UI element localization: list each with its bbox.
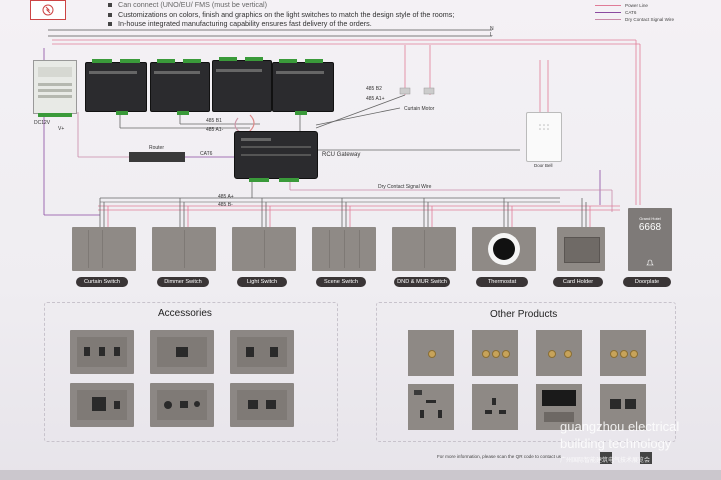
label-dry-contact: Dry Contact Signal Wire	[378, 184, 432, 190]
label-bus-a3: 485 A+	[218, 194, 234, 200]
legend-cat6: CAT6	[625, 10, 637, 15]
qr-code-icon-2	[640, 452, 652, 464]
accessory-socket-3	[230, 330, 294, 374]
wiring-diagram	[43, 29, 641, 227]
label-dc12v: DC12V	[34, 120, 51, 126]
doorplate-number: 6668	[638, 222, 662, 233]
product-thermostat-display	[536, 384, 582, 430]
watermark-line-2: building technology	[560, 436, 672, 451]
other-products-section	[376, 302, 676, 442]
rcu-gateway-device	[234, 131, 318, 182]
watermark-line-1: guangzhou electrical	[560, 419, 680, 434]
panel-dimmer-switch	[152, 227, 216, 271]
panel-card-holder	[557, 227, 605, 271]
accessory-socket-5	[150, 383, 214, 427]
wire-legend: Power Line CAT6 Dry Contact Signal Wire	[595, 2, 674, 23]
label-bus-b1: 485 B1	[206, 118, 222, 124]
panel-light-switch	[232, 227, 296, 271]
watermark-line-3: 广州国际智能建筑电气技术展览会	[560, 458, 651, 464]
router-device	[129, 152, 185, 162]
product-data-socket	[600, 384, 646, 430]
label-thermostat: Thermostat	[476, 277, 528, 287]
doorplate-title: Grand Hotel	[639, 216, 661, 221]
label-doorplate: Doorplate	[623, 277, 671, 287]
panel-curtain-switch	[72, 227, 136, 271]
control-module-4	[272, 59, 334, 115]
accessory-socket-6	[230, 383, 294, 427]
product-toggle-1	[408, 330, 454, 376]
header-partial-line: Can connect (UNO/EU/ FMS (must be vertic…	[118, 0, 267, 9]
panel-dnd-mur-switch	[392, 227, 456, 271]
door-bell-device	[526, 112, 562, 162]
board-bottom-edge	[0, 470, 721, 480]
bell-icon	[646, 254, 654, 266]
label-dnd-mur-switch: DND & MUR Switch	[394, 277, 450, 287]
panel-doorplate: Grand Hotel 6668	[628, 208, 672, 271]
accessories-title: Accessories	[158, 308, 212, 319]
control-module-3	[212, 57, 272, 112]
product-uk-socket-1	[408, 384, 454, 430]
label-bus-a2: 485 A1+	[366, 96, 385, 102]
label-door-bell: Door Bell	[534, 163, 553, 168]
product-toggle-3b	[600, 330, 646, 376]
label-router: Router	[149, 145, 165, 151]
brand-logo	[30, 0, 66, 20]
control-module-2	[150, 59, 210, 115]
label-rcu-gateway: RCU Gateway	[322, 152, 361, 158]
qr-code-icon	[600, 452, 612, 464]
label-bus-b2: 485 B2	[366, 86, 382, 92]
other-products-title: Other Products	[490, 309, 558, 320]
label-cat6: CAT6	[200, 151, 213, 157]
label-curtain-motor: Curtain Motor	[404, 106, 435, 112]
header-bullets: Can connect (UNO/EU/ FMS (must be vertic…	[108, 0, 528, 29]
label-card-holder: Card Holder	[553, 277, 603, 287]
label-dimmer-switch: Dimmer Switch	[157, 277, 209, 287]
label-curtain-switch: Curtain Switch	[76, 277, 128, 287]
panel-thermostat	[472, 227, 536, 271]
label-scene-switch: Scene Switch	[316, 277, 366, 287]
label-light-switch: Light Switch	[237, 277, 287, 287]
header-bullet-2: In-house integrated manufacturing capabi…	[118, 19, 372, 28]
accessory-socket-4	[70, 383, 134, 427]
label-bus-a1: 485 A1-	[206, 127, 224, 133]
control-module-1	[85, 59, 147, 115]
product-toggle-2	[536, 330, 582, 376]
header-bullet-1: Customizations on colors, finish and gra…	[118, 9, 455, 19]
power-supply-module	[33, 60, 77, 117]
label-bus-b3: 485 B-	[218, 202, 233, 208]
legend-power: Power Line	[625, 3, 648, 8]
accessories-section	[44, 302, 338, 442]
label-mains-n: N	[490, 26, 494, 32]
accessory-socket-2	[150, 330, 214, 374]
panel-scene-switch	[312, 227, 376, 271]
product-uk-socket-2	[472, 384, 518, 430]
legend-signal: Dry Contact Signal Wire	[625, 17, 675, 22]
footnote-text: For more information, please scan the QR…	[437, 454, 562, 459]
label-mains-l: L	[490, 32, 493, 38]
accessory-socket-1	[70, 330, 134, 374]
label-vplus: V+	[58, 126, 65, 132]
product-toggle-3	[472, 330, 518, 376]
